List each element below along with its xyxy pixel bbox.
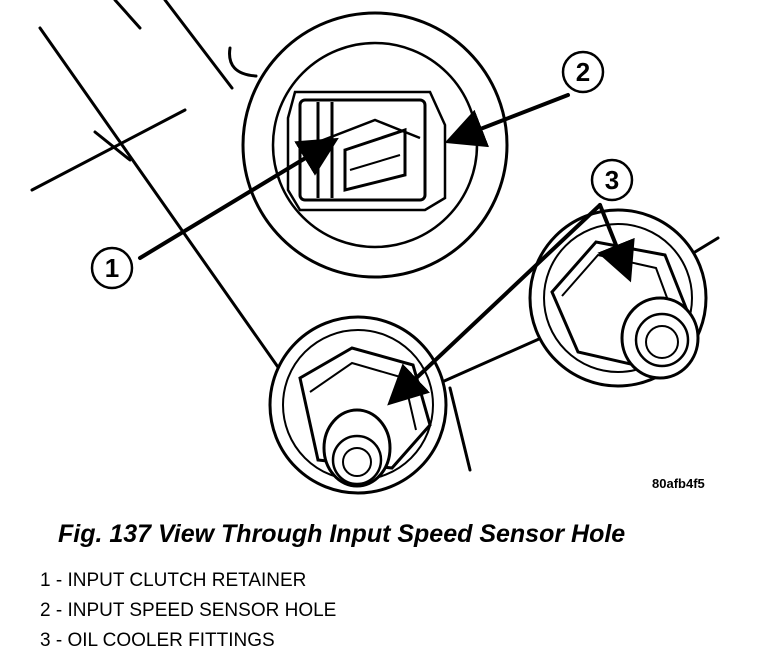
transmission-case-outline — [30, 0, 720, 472]
legend-item-1: 1 - INPUT CLUTCH RETAINER — [40, 570, 307, 591]
arrow-3b — [387, 203, 602, 406]
arrow-1 — [138, 137, 339, 260]
diagram-illustration: 1 2 3 80afb4f5 — [30, 0, 720, 495]
callout-2: 2 — [561, 50, 605, 94]
oil-cooler-fitting-lower — [268, 315, 448, 495]
callout-1: 1 — [90, 246, 134, 290]
image-id-label: 80afb4f5 — [652, 476, 705, 491]
legend-item-3: 3 - OIL COOLER FITTINGS — [40, 630, 275, 651]
oil-cooler-fitting-upper — [528, 208, 708, 388]
arrow-2 — [444, 93, 570, 148]
leader-arrows — [138, 93, 635, 406]
figure-caption: Fig. 137 View Through Input Speed Sensor… — [58, 520, 626, 548]
callout-3: 3 — [590, 158, 634, 202]
svg-text:2: 2 — [576, 57, 590, 87]
input-speed-sensor-hole — [241, 11, 509, 279]
arrow-3a — [597, 203, 635, 283]
svg-text:1: 1 — [105, 253, 119, 283]
legend-item-2: 2 - INPUT SPEED SENSOR HOLE — [40, 600, 337, 621]
callout-legend: 1 - INPUT CLUTCH RETAINER 2 - INPUT SPEE… — [40, 566, 336, 656]
svg-text:3: 3 — [605, 165, 619, 195]
